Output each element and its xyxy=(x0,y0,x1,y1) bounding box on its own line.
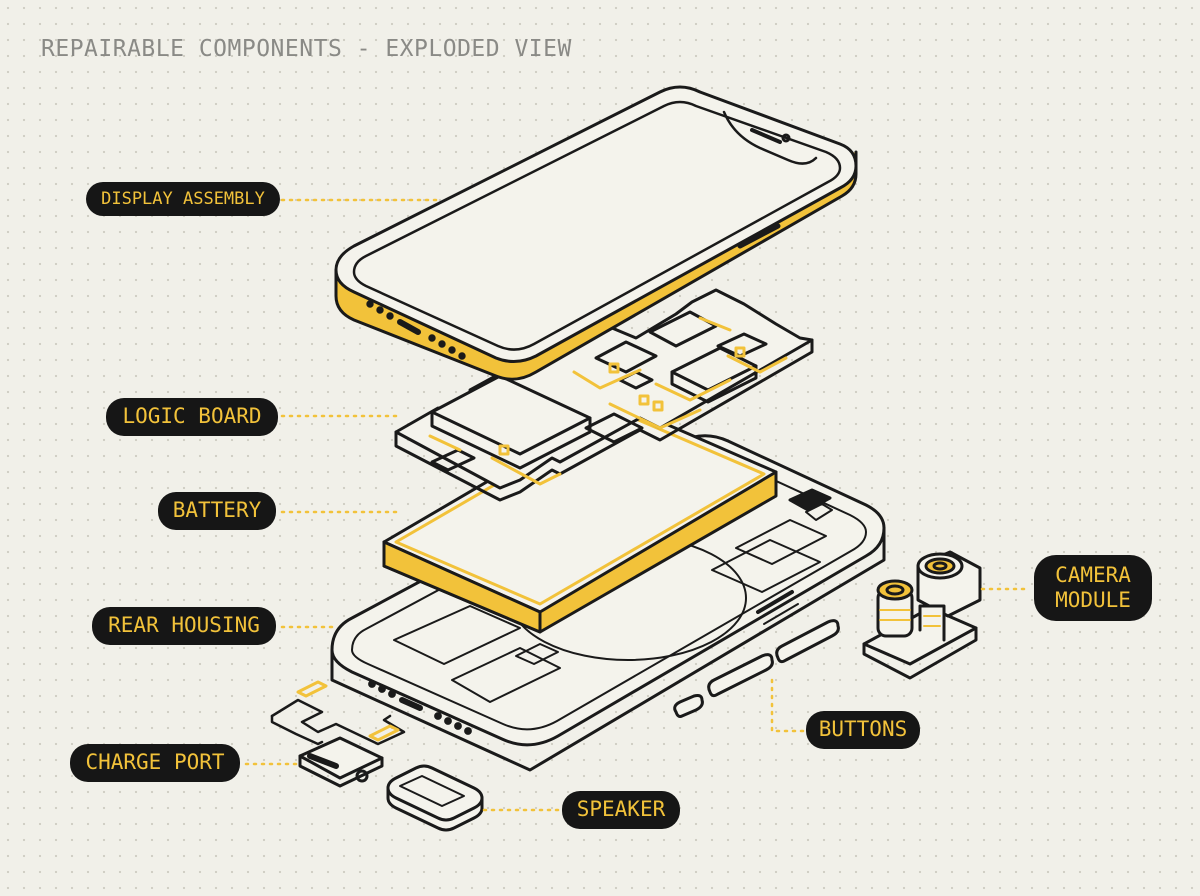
label-buttons: BUTTONS xyxy=(806,711,920,749)
label-battery: BATTERY xyxy=(158,492,276,530)
display-assembly xyxy=(334,85,858,381)
label-display-assembly: DISPLAY ASSEMBLY xyxy=(86,182,280,216)
leader-buttons xyxy=(770,678,810,733)
label-speaker: SPEAKER xyxy=(562,791,680,829)
logic-board xyxy=(394,288,814,502)
label-logic-board: LOGIC BOARD xyxy=(106,398,278,436)
camera-module xyxy=(862,550,982,680)
label-rear-housing: REAR HOUSING xyxy=(92,607,276,645)
charge-port-flex xyxy=(270,680,406,788)
speaker xyxy=(386,764,484,832)
battery xyxy=(382,402,778,634)
label-camera-module: CAMERA MODULE xyxy=(1034,555,1152,621)
side-buttons xyxy=(673,619,840,718)
label-charge-port: CHARGE PORT xyxy=(70,744,240,782)
diagram-title: REPAIRABLE COMPONENTS - EXPLODED VIEW xyxy=(41,36,572,62)
